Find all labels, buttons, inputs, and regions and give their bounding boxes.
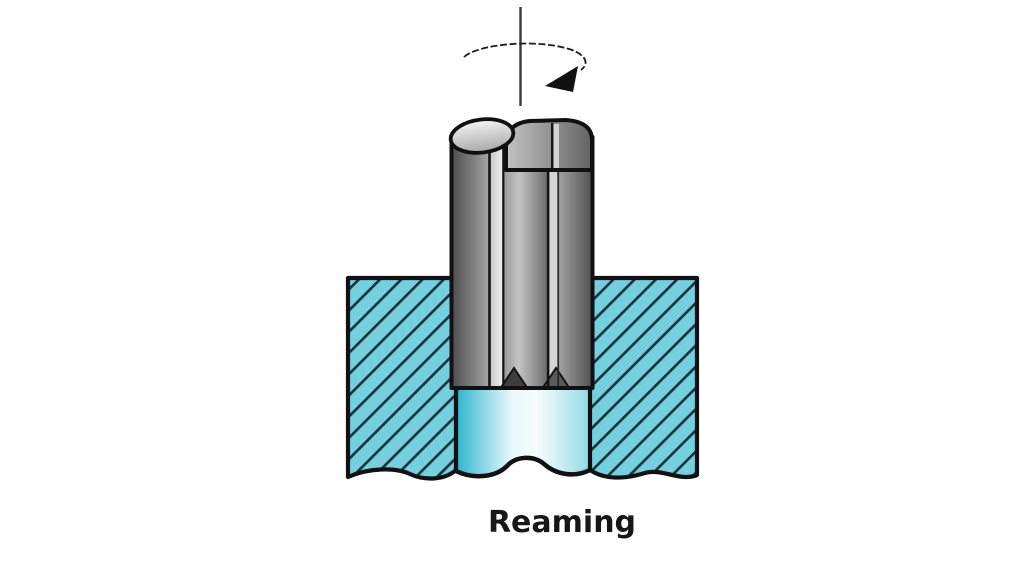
rotation-indicator [463, 7, 587, 106]
flute-line [557, 138, 560, 386]
reamer-flute-highlight [548, 137, 558, 388]
workpiece [345, 275, 700, 481]
reamer-flute-stripe [452, 137, 490, 388]
flute-line [488, 138, 491, 386]
cap-flute-highlight [553, 124, 559, 168]
flute-line [546, 138, 550, 386]
flute-line [502, 138, 505, 386]
cap-flute-line [551, 123, 554, 169]
figure-caption: Reaming [488, 505, 636, 540]
reamer-top-ellipse [448, 117, 516, 155]
reamer-flute-highlight [490, 137, 503, 388]
workpiece-right-block [587, 275, 700, 480]
reamer-tool [448, 117, 595, 390]
hole-bore-surface [456, 384, 590, 477]
rotation-arrow-arc [463, 42, 587, 71]
workpiece-left-block [345, 275, 459, 481]
reamer-flute-stripe [503, 137, 548, 388]
reamer-top-cap [504, 118, 594, 172]
reamed-hole [456, 384, 590, 477]
hole-bottom-wave [453, 455, 593, 479]
reamer-flute-stripe [558, 137, 592, 388]
rotation-arrow-head-icon [545, 66, 578, 92]
